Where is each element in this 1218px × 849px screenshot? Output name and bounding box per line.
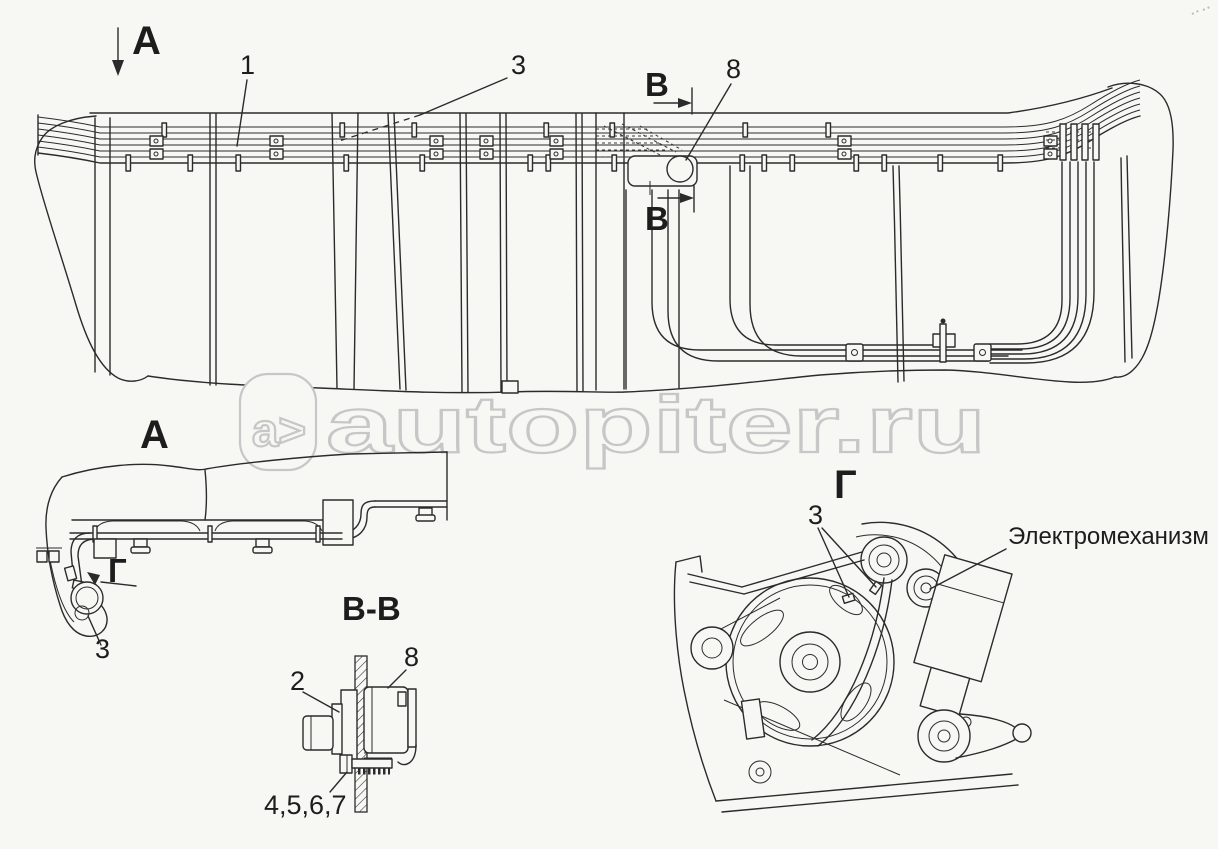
harness-taped-section xyxy=(596,123,1094,158)
callout-3-leader xyxy=(419,77,508,116)
bottom-bracket xyxy=(501,380,519,394)
view-g-title: Г xyxy=(834,463,857,507)
frame-top-edge xyxy=(89,87,1113,114)
view-g-mechanism xyxy=(673,521,1032,813)
frame-bottom-edge xyxy=(147,369,1116,394)
bb-callout-2-leader xyxy=(302,691,340,713)
bb-grommet-2 xyxy=(302,689,358,763)
spacer-bar xyxy=(1070,123,1078,161)
spacer-bar xyxy=(1059,123,1067,161)
view-a-block xyxy=(322,499,354,546)
spacer-bar xyxy=(1081,123,1089,161)
cable-runs-left xyxy=(651,165,1023,362)
bb-callout-8: 8 xyxy=(404,642,419,672)
callout-1-leader xyxy=(236,79,248,147)
callout-3-clamp: 3 xyxy=(511,50,526,80)
section-b-top-label: В xyxy=(645,66,669,103)
watermark: a> autopiter.ru xyxy=(238,5,1213,472)
corner-marks xyxy=(1191,5,1213,15)
bb-callout-4567-leader xyxy=(329,771,348,793)
body-outline-left xyxy=(34,115,149,382)
view-a-rail xyxy=(61,451,448,587)
section-b-marker-bottom: В xyxy=(645,185,695,237)
main-view-arrow-label: А xyxy=(132,19,161,63)
watermark-logo-frame xyxy=(238,372,318,472)
section-b-bottom-label: В xyxy=(645,200,669,237)
callout-1-harness: 1 xyxy=(240,50,255,80)
grommet xyxy=(252,538,273,554)
bb-callout-8-leader xyxy=(387,669,407,689)
view-a-callout-3-leader xyxy=(87,615,102,646)
section-bb-title: В-В xyxy=(342,590,401,627)
roller-lever xyxy=(917,709,1032,763)
cable-fitting-pin xyxy=(932,318,956,363)
connector-8 xyxy=(627,155,698,195)
view-g: Г xyxy=(673,463,1209,813)
view-g-callout-3-leader-b xyxy=(821,527,877,588)
watermark-logo: a> xyxy=(252,404,306,456)
view-a-title: А xyxy=(140,413,169,457)
cable-runs-right xyxy=(989,123,1100,364)
view-a-detail-g-marker: Г xyxy=(87,552,137,589)
view-g-callout-3: 3 xyxy=(808,500,823,530)
watermark-text: autopiter.ru xyxy=(326,380,986,469)
bb-connector-8 xyxy=(363,686,417,766)
main-top-view: А 1 3 8 В В xyxy=(34,19,1174,394)
body-outline-right xyxy=(1107,82,1174,378)
harness-clips xyxy=(125,122,1004,172)
view-a-arrow xyxy=(112,27,124,76)
callout-8-connector: 8 xyxy=(726,54,741,84)
control-cables xyxy=(741,551,893,747)
view-a: А xyxy=(36,413,448,664)
frame-crossmembers xyxy=(94,112,905,394)
pulley-top xyxy=(860,536,908,584)
harness-bundle xyxy=(37,79,1141,164)
bb-callout-2: 2 xyxy=(290,666,305,696)
electromech-annotation-leader xyxy=(929,548,1007,590)
callout-3-leader-dashed xyxy=(335,114,421,143)
grommet xyxy=(130,538,151,554)
lower-run-clips xyxy=(845,318,992,363)
grommet xyxy=(415,507,436,522)
harness-clamp-pairs xyxy=(149,135,1058,160)
view-a-front-end xyxy=(36,476,117,637)
electromech-annotation: Электромеханизм xyxy=(1008,523,1209,550)
callout-8-leader xyxy=(685,83,732,161)
section-b-marker-top: В xyxy=(645,66,693,115)
bb-callout-4567: 4,5,6,7 xyxy=(264,790,347,820)
spacer-bar xyxy=(1092,123,1100,161)
detail-g-label: Г xyxy=(108,552,127,589)
view-a-callout-3: 3 xyxy=(95,634,110,664)
section-bb: В-В 2 8 4,5,6,7 xyxy=(264,590,419,820)
view-g-callout-3-leader-a xyxy=(817,527,850,598)
